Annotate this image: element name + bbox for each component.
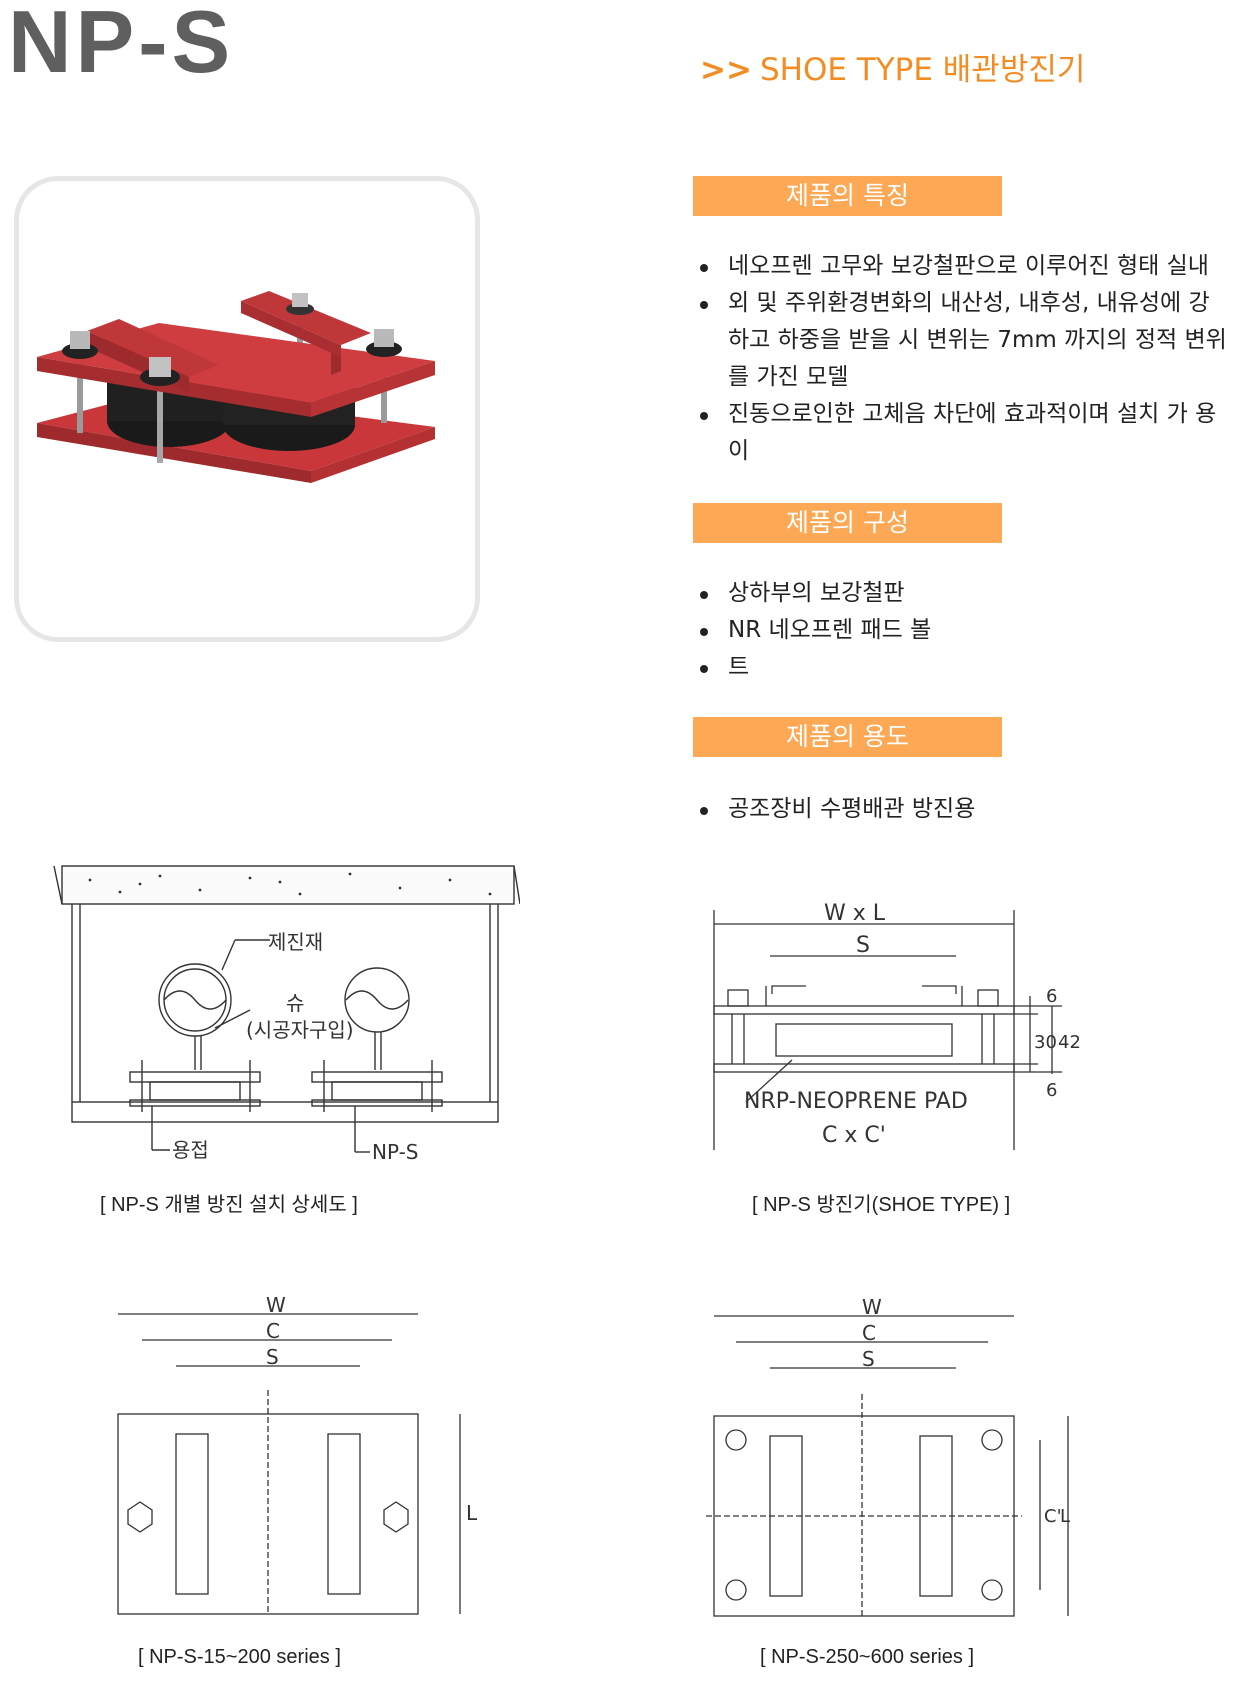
label-neoprene-pad: NRP-NEOPRENE PAD	[744, 1089, 968, 1114]
subtitle-text: SHOE TYPE 배관방진기	[759, 52, 1086, 88]
install-caption: [ NP-S 개별 방진 설치 상세도 ]	[100, 1194, 358, 1216]
label-w: W	[862, 1295, 882, 1319]
label-w-x-l: W x L	[824, 901, 886, 926]
usage-heading: 제품의 용도	[693, 717, 1002, 757]
label-c: C	[266, 1319, 280, 1343]
product-photo-frame	[14, 176, 480, 642]
list-item: 트	[700, 649, 1230, 686]
list-item: 네오프렌 고무와 보강철판으로 이루어진 형태 실내	[700, 248, 1230, 285]
plan-drawing-small: W C S L	[117, 1293, 478, 1615]
list-item: 공조장비 수평배관 방진용	[700, 791, 1230, 828]
label-w: W	[266, 1293, 286, 1317]
label-model: NP-S	[372, 1140, 419, 1164]
features-list: 네오프렌 고무와 보강철판으로 이루어진 형태 실내 외 및 주위환경변화의 내…	[700, 248, 1230, 470]
list-item: NR 네오프렌 패드 볼	[700, 612, 1230, 649]
label-shoe: 슈	[286, 991, 304, 1015]
label-shoe-note: (시공자구입)	[246, 1018, 354, 1042]
dim-6-bottom: 6	[1046, 1080, 1057, 1101]
dim-6-top: 6	[1046, 986, 1057, 1007]
label-s: S	[266, 1345, 279, 1369]
subtitle: >>SHOE TYPE 배관방진기	[700, 44, 1085, 89]
composition-list: 상하부의 보강철판 NR 네오프렌 패드 볼 트	[700, 575, 1230, 686]
usage-list: 공조장비 수평배관 방진용	[700, 791, 1230, 828]
plan-large-caption: [ NP-S-250~600 series ]	[760, 1646, 974, 1668]
label-l: L	[466, 1501, 478, 1525]
section-caption: [ NP-S 방진기(SHOE TYPE) ]	[752, 1194, 1011, 1216]
install-detail-drawing: 제진재 슈 (시공자구입) 용접 NP-S	[53, 865, 520, 1164]
list-item: 진동으로인한 고체음 차단에 효과적이며 설치 가 용 이	[700, 396, 1230, 470]
double-chevron-icon: >>	[700, 52, 752, 88]
label-s: S	[856, 933, 870, 958]
list-item: 상하부의 보강철판	[700, 575, 1230, 612]
label-c: C	[862, 1321, 876, 1345]
label-damper: 제진재	[268, 930, 323, 954]
dim-30: 30	[1034, 1032, 1057, 1053]
composition-heading: 제품의 구성	[693, 503, 1002, 543]
dim-42: 42	[1058, 1032, 1081, 1053]
model-title: NP-S	[8, 0, 235, 91]
label-weld: 용접	[172, 1138, 209, 1162]
label-s: S	[862, 1347, 875, 1371]
label-c-prime: C'	[1044, 1506, 1062, 1527]
section-drawing: W x L S 6 30 42 6 NRP-NEOPRENE PAD C x C…	[713, 901, 1081, 1150]
label-l: L	[1060, 1506, 1070, 1527]
label-c-x-c: C x C'	[822, 1123, 886, 1148]
product-illustration	[37, 291, 435, 483]
features-heading: 제품의 특징	[693, 176, 1002, 216]
list-item: 외 및 주위환경변화의 내산성, 내후성, 내유성에 강하고 하중을 받을 시 …	[700, 285, 1230, 396]
plan-drawing-large: W C S C' L	[706, 1295, 1070, 1617]
plan-small-caption: [ NP-S-15~200 series ]	[138, 1646, 341, 1668]
